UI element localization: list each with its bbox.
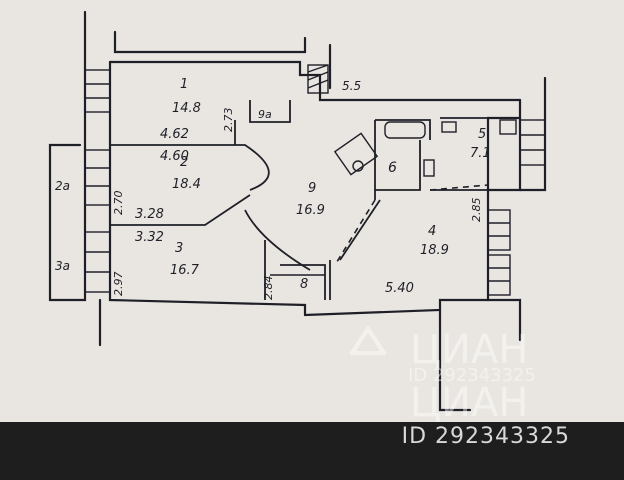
dim-2-85: 2.85 — [470, 198, 483, 223]
watermark-brand-top: ЦИАН — [410, 327, 529, 373]
room-2-number: 2 — [180, 155, 188, 170]
room-6-number: 6 — [388, 160, 397, 176]
house-logo-icon — [350, 325, 386, 355]
house-logo-icon — [350, 325, 386, 355]
dim-3-28: 3.28 — [135, 207, 164, 222]
dim-2-84: 2.84 — [262, 276, 275, 301]
room-1-area: 14.8 — [172, 101, 201, 116]
dim-2-70: 2.70 — [112, 191, 125, 216]
room-4-number: 4 — [428, 224, 436, 239]
watermark-id: ID 292343325 — [408, 365, 536, 386]
room-2-area: 18.4 — [172, 177, 201, 192]
room-9a-number: 9a — [258, 108, 272, 121]
room-8-number: 8 — [300, 277, 308, 292]
floor-plan: 1 14.8 2 18.4 3 16.7 4 18.9 5 7.1 6 8 9 … — [0, 0, 624, 422]
room-9-number: 9 — [308, 181, 316, 196]
room-3-area: 16.7 — [170, 263, 200, 278]
room-5-number: 5 — [478, 127, 486, 142]
dim-2-73: 2.73 — [222, 108, 235, 133]
room-3-number: 3 — [175, 241, 183, 256]
dim-2-97: 2.97 — [112, 272, 125, 297]
dim-3-32: 3.32 — [135, 230, 164, 245]
dim-4-62: 4.62 — [160, 127, 189, 142]
listing-id-bar: ID 292343325 — [0, 422, 624, 480]
room-1-number: 1 — [180, 77, 188, 92]
floor-plan-drawing: 1 14.8 2 18.4 3 16.7 4 18.9 5 7.1 6 8 9 … — [48, 10, 547, 412]
dim-5-40: 5.40 — [385, 281, 414, 296]
watermark-brand-bottom: ЦИАН — [410, 380, 529, 422]
cian-watermark: ЦИАН ID 292343325 ЦИАН — [350, 325, 560, 422]
room-3a-number: 3a — [55, 259, 70, 273]
listing-id: ID 292343325 — [401, 424, 570, 449]
room-4-area: 18.9 — [420, 243, 449, 258]
room-9-area: 16.9 — [296, 203, 325, 218]
room-2a-number: 2a — [55, 179, 70, 193]
dim-4-60: 4.60 — [160, 149, 189, 164]
dim-5-5: 5.5 — [342, 79, 361, 93]
room-5-area: 7.1 — [470, 146, 491, 161]
